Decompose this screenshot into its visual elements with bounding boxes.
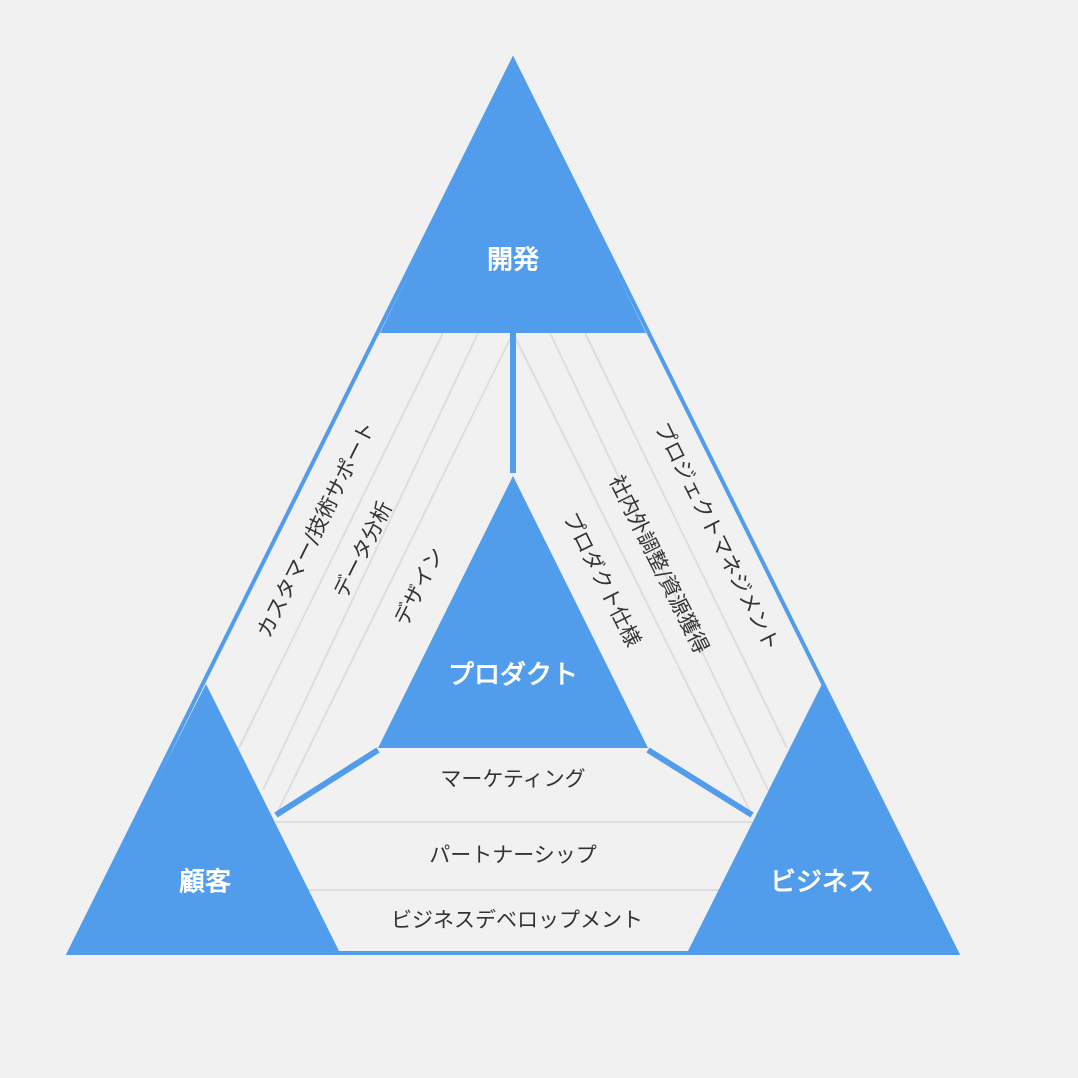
- connector-left: [274, 747, 380, 818]
- connector-right: [646, 747, 754, 818]
- right-guide-line: [549, 332, 769, 791]
- center-label: プロダクト: [448, 660, 578, 691]
- left-corner-triangle: [69, 684, 340, 953]
- right-guide-line: [512, 332, 753, 816]
- left-zone-guide-lines: [238, 332, 514, 816]
- bottom-zone-guide-lines: [276, 821, 752, 891]
- right-corner-triangle: [687, 684, 957, 953]
- bottom-zone-label-partnership: パートナーシップ: [429, 843, 597, 867]
- left-corner-label: 顧客: [179, 867, 232, 898]
- center-triangle: [378, 476, 648, 748]
- right-zone-guide-lines: [512, 332, 788, 816]
- left-guide-line: [262, 332, 479, 791]
- bottom-zone-label-bizdev: ビジネスデベロップメント: [391, 908, 643, 932]
- bottom-zone-label-marketing: マーケティング: [440, 767, 585, 791]
- top-corner-label: 開発: [487, 246, 540, 276]
- right-guide-line: [584, 332, 788, 749]
- top-corner-triangle: [380, 60, 646, 333]
- left-guide-line: [275, 332, 514, 816]
- right-corner-label: ビジネス: [770, 868, 874, 898]
- connector-lines: [274, 333, 754, 818]
- left-guide-line: [238, 332, 444, 749]
